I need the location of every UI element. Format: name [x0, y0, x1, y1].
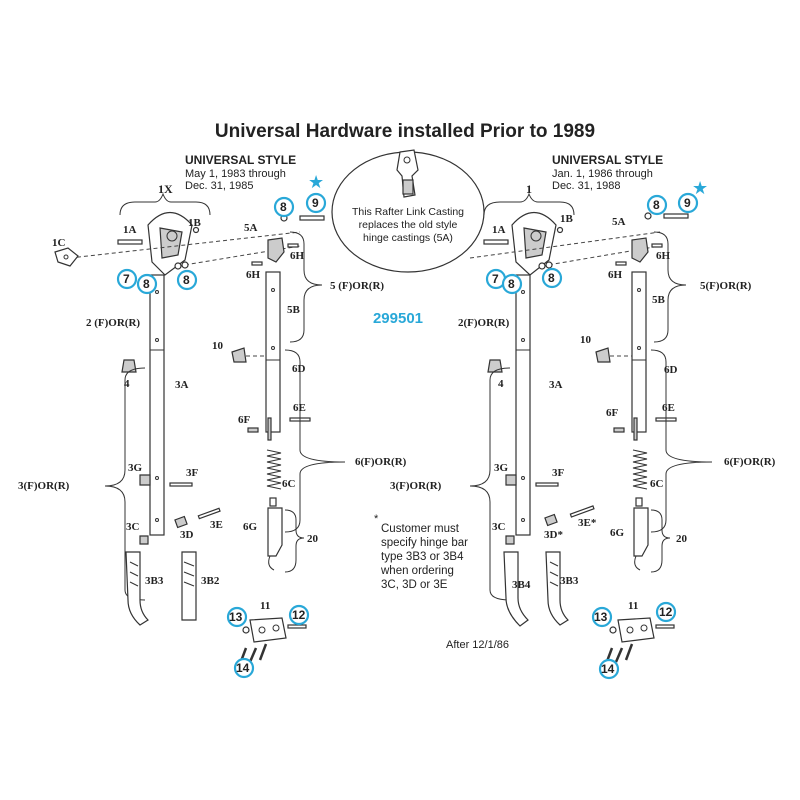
part-number: 299501: [373, 310, 423, 327]
right-date-line-2: Dec. 31, 1988: [552, 180, 621, 192]
left-label-12: 12: [292, 608, 306, 622]
left-star-icon: ★: [308, 172, 324, 192]
left-label-4: 4: [124, 378, 130, 390]
left-label-6c: 6C: [282, 478, 296, 490]
right-label-6e: 6E: [662, 402, 675, 414]
right-label-1: 1: [526, 182, 532, 196]
after-date-note: After 12/1/86: [446, 639, 509, 651]
left-label-5: 5 (F)OR(R): [330, 280, 384, 292]
right-label-5b: 5B: [652, 294, 666, 306]
right-label-1b: 1B: [560, 213, 574, 225]
right-label-14: 14: [601, 662, 615, 676]
right-label-6: 6(F)OR(R): [724, 456, 776, 468]
right-label-1a: 1A: [492, 224, 506, 236]
left-label-3: 3(F)OR(R): [18, 480, 70, 492]
left-label-20: 20: [307, 533, 319, 545]
left-label-8c: 8: [280, 200, 287, 214]
callout-line-3: hinge castings (5A): [363, 232, 453, 244]
note-line-3: type 3B3 or 3B4: [381, 551, 464, 563]
left-label-6g: 6G: [243, 521, 258, 533]
left-label-6h: 6H: [290, 250, 305, 262]
right-label-8a: 8: [508, 277, 515, 291]
left-date-line-1: May 1, 1983 through: [185, 168, 286, 180]
left-label-3e: 3E: [210, 519, 223, 531]
left-label-6d: 6D: [292, 363, 306, 375]
left-label-1c: 1C: [52, 237, 66, 249]
right-label-6f: 6F: [606, 407, 619, 419]
left-label-6f: 6F: [238, 414, 251, 426]
right-label-7: 7: [492, 272, 499, 286]
right-label-3e: 3E*: [578, 517, 597, 529]
page-title: Universal Hardware installed Prior to 19…: [215, 121, 595, 142]
right-star-icon: ★: [692, 178, 708, 198]
right-label-3g: 3G: [494, 462, 509, 474]
left-label-3b3: 3B3: [145, 575, 164, 587]
left-style-title: UNIVERSAL STYLE: [185, 153, 296, 167]
left-label-5a: 5A: [244, 222, 258, 234]
left-label-11: 11: [260, 600, 270, 612]
left-date-line-2: Dec. 31, 1985: [185, 180, 254, 192]
note-line-1: Customer must: [381, 523, 460, 535]
left-label-3g: 3G: [128, 462, 143, 474]
left-label-3f: 3F: [186, 467, 199, 479]
right-label-3a: 3A: [549, 379, 563, 391]
left-label-3c: 3C: [126, 521, 140, 533]
left-label-3b2: 3B2: [201, 575, 220, 587]
right-label-20: 20: [676, 533, 688, 545]
left-label-10: 10: [212, 340, 224, 352]
right-label-6c: 6C: [650, 478, 664, 490]
left-assembly: UNIVERSAL STYLE May 1, 1983 through Dec.…: [18, 153, 407, 679]
right-label-12: 12: [659, 605, 673, 619]
left-label-1b: 1B: [188, 217, 202, 229]
left-label-9: 9: [312, 196, 319, 210]
callout-line-1: This Rafter Link Casting: [352, 206, 464, 218]
right-style-title: UNIVERSAL STYLE: [552, 153, 663, 167]
note-asterisk: *: [374, 513, 379, 525]
left-label-2: 2 (F)OR(R): [86, 317, 140, 329]
left-label-3a: 3A: [175, 379, 189, 391]
right-label-10: 10: [580, 334, 592, 346]
right-label-5a: 5A: [612, 216, 626, 228]
left-label-13: 13: [229, 610, 243, 624]
left-label-1x: 1X: [158, 182, 173, 196]
note-line-2: specify hinge bar: [381, 537, 468, 549]
right-label-5: 5(F)OR(R): [700, 280, 752, 292]
right-label-3c: 3C: [492, 521, 506, 533]
note-line-5: 3C, 3D or 3E: [381, 579, 448, 591]
right-label-4: 4: [498, 378, 504, 390]
left-label-8b: 8: [183, 273, 190, 287]
right-label-8c: 8: [653, 198, 660, 212]
right-label-3b3: 3B3: [560, 575, 579, 587]
left-label-7: 7: [123, 272, 130, 286]
right-label-9: 9: [684, 196, 691, 210]
left-label-5b: 5B: [287, 304, 301, 316]
left-label-6: 6(F)OR(R): [355, 456, 407, 468]
left-label-6e: 6E: [293, 402, 306, 414]
right-label-6h-b: 6H: [608, 269, 623, 281]
right-label-6g: 6G: [610, 527, 625, 539]
right-label-6h: 6H: [656, 250, 671, 262]
right-label-13: 13: [594, 610, 608, 624]
right-label-3: 3(F)OR(R): [390, 480, 442, 492]
left-label-14: 14: [236, 661, 250, 675]
right-date-line-1: Jan. 1, 1986 through: [552, 168, 653, 180]
right-assembly: UNIVERSAL STYLE Jan. 1, 1986 through Dec…: [390, 153, 776, 680]
left-label-6h-b: 6H: [246, 269, 261, 281]
right-label-3b4: 3B4: [512, 579, 531, 591]
left-label-3d: 3D: [180, 529, 194, 541]
right-label-3d: 3D*: [544, 529, 563, 541]
callout-line-2: replaces the old style: [359, 219, 458, 231]
right-label-3f: 3F: [552, 467, 565, 479]
right-label-8b: 8: [548, 271, 555, 285]
left-label-1a: 1A: [123, 224, 137, 236]
customer-note: * Customer must specify hinge bar type 3…: [374, 513, 468, 591]
rafter-link-callout: This Rafter Link Casting replaces the ol…: [331, 149, 485, 273]
right-label-11: 11: [628, 600, 638, 612]
right-label-6d: 6D: [664, 364, 678, 376]
left-label-8a: 8: [143, 277, 150, 291]
right-label-2: 2(F)OR(R): [458, 317, 510, 329]
note-line-4: when ordering: [380, 565, 454, 577]
